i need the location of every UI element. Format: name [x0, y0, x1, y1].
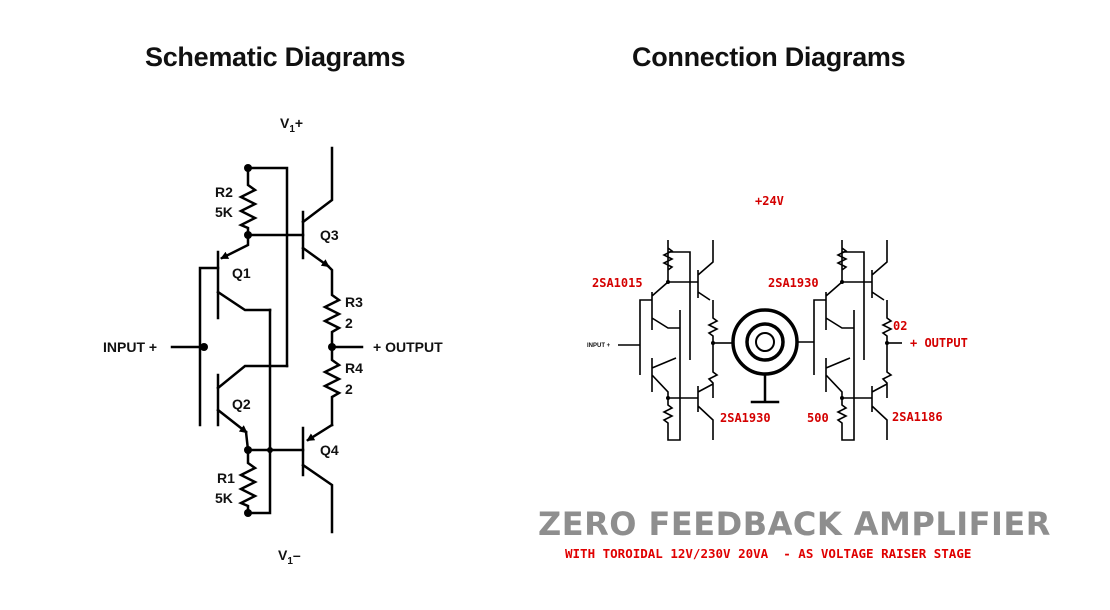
q2-label: Q2 — [232, 396, 251, 412]
connection-diagram: +24V INPUT + 2SA1015 2SA1930 — [587, 194, 968, 441]
resistor-bottom-label: 500 — [807, 411, 829, 425]
r4-value: 2 — [345, 381, 353, 397]
r2-resistor — [238, 166, 258, 237]
q4-base-wire — [244, 430, 305, 452]
r3-resistor — [322, 264, 342, 349]
left-q-bottom — [668, 383, 714, 440]
ground-symbol — [750, 372, 780, 404]
junction-dot — [267, 447, 273, 453]
junction-dot — [328, 343, 336, 351]
r3-name: R3 — [345, 294, 363, 310]
junction-dot — [711, 341, 715, 345]
junction-dot — [200, 343, 208, 351]
junction-dot — [244, 509, 252, 517]
r4-resistor — [322, 345, 342, 427]
right-r-mid — [881, 300, 893, 398]
junction-dot — [244, 231, 252, 239]
q1-emitter — [220, 233, 250, 260]
conn-output-label: + OUTPUT — [910, 336, 968, 350]
q4-emitter — [306, 423, 334, 442]
left-top-transistor-label: 2SA1015 — [592, 276, 643, 290]
q3-collector — [301, 146, 334, 224]
left-r-bottom — [662, 310, 681, 441]
right-bottom-transistor-label: 2SA1186 — [892, 410, 943, 424]
right-q-top — [842, 240, 888, 301]
q1-collector — [216, 290, 272, 312]
vminus-label: V1– — [278, 547, 301, 567]
right-q1 — [813, 281, 854, 375]
right-r-top — [836, 240, 848, 282]
resistor-top-label: 02 — [893, 319, 907, 333]
connection-title: Connection Diagrams — [632, 42, 906, 72]
r1-name: R1 — [217, 470, 235, 486]
left-amp-block: INPUT + — [587, 240, 728, 441]
top-rail-wire — [246, 166, 289, 368]
junction-dot — [666, 280, 670, 284]
q4-label: Q4 — [320, 442, 339, 458]
amplifier-subtitle: WITH TOROIDAL 12V/230V 20VA - AS VOLTAGE… — [565, 546, 972, 561]
right-q2 — [825, 357, 851, 398]
left-top-rail — [668, 251, 691, 360]
schematic-diagram: V1+ V1– R2 5K Q1 INPUT + Q2 — [103, 115, 443, 567]
toroidal-transformer — [731, 308, 799, 404]
left-bottom-transistor-label: 2SA1930 — [720, 411, 771, 425]
vplus-label: V1+ — [280, 115, 303, 135]
q4-collector — [301, 463, 334, 534]
right-r-bottom — [836, 310, 855, 441]
q3-emitter — [301, 246, 330, 268]
output-label: + OUTPUT — [373, 339, 443, 355]
q3-label: Q3 — [320, 227, 339, 243]
left-q2 — [651, 357, 677, 398]
r4-name: R4 — [345, 360, 363, 376]
amplifier-title: ZERO FEEDBACK AMPLIFIER — [538, 505, 1051, 543]
q1-label: Q1 — [232, 265, 251, 281]
left-q1 — [639, 281, 680, 375]
r3-value: 2 — [345, 315, 353, 331]
left-r-top — [662, 240, 674, 282]
conn-input-label: INPUT + — [587, 343, 611, 349]
left-q-top — [668, 240, 714, 301]
r1-value: 5K — [215, 490, 233, 506]
left-r-mid — [707, 300, 719, 398]
q2-collector — [216, 364, 289, 390]
q-base-link — [198, 266, 220, 427]
right-top-rail — [842, 251, 865, 360]
right-top-transistor-label: 2SA1930 — [768, 276, 819, 290]
junction-dot — [244, 164, 252, 172]
junction-dot — [840, 280, 844, 284]
q2-emitter — [216, 408, 248, 434]
junction-dot — [244, 446, 252, 454]
input-label: INPUT + — [103, 339, 157, 355]
right-amp-block — [728, 240, 902, 441]
junction-dot — [840, 396, 844, 400]
junction-dot — [666, 396, 670, 400]
schematic-title: Schematic Diagrams — [145, 42, 406, 72]
junction-dot — [885, 341, 889, 345]
supply-label: +24V — [755, 194, 784, 208]
right-q-bottom — [842, 383, 888, 440]
bottom-rail-wire — [246, 308, 272, 515]
r1-resistor — [238, 448, 258, 515]
r2-name: R2 — [215, 184, 233, 200]
r2-value: 5K — [215, 204, 233, 220]
